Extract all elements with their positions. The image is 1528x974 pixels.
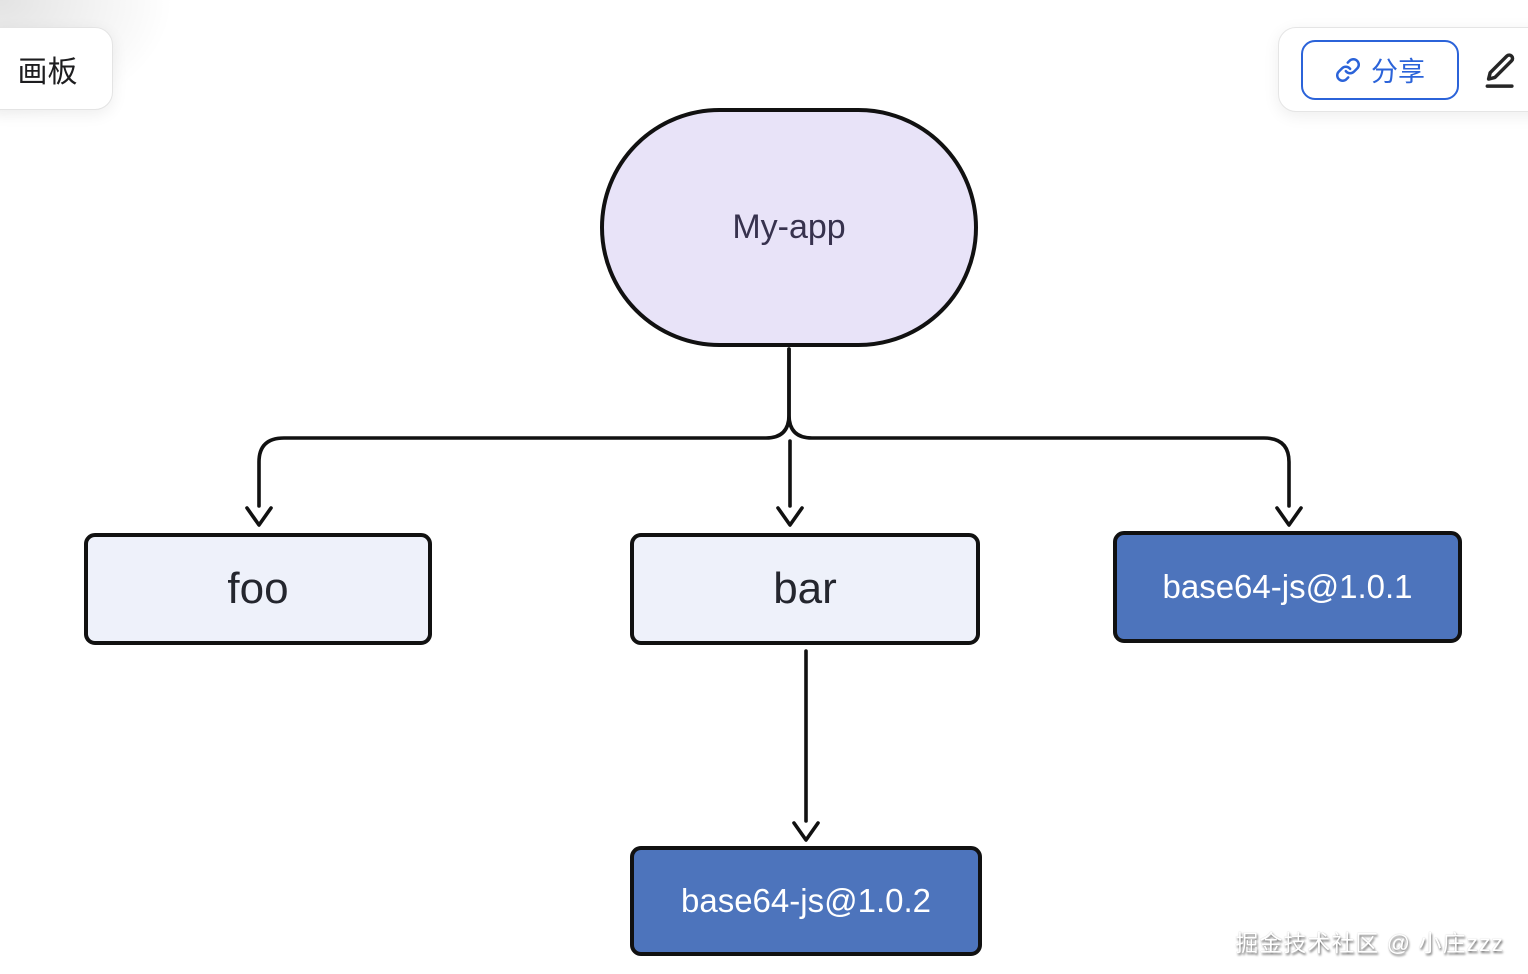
link-icon — [1335, 57, 1361, 83]
edge-myapp-foo — [257, 347, 791, 508]
node-base64-js-1-label: base64-js@1.0.1 — [1162, 568, 1413, 605]
node-bar[interactable]: bar — [630, 533, 980, 645]
share-button[interactable]: 分享 — [1301, 39, 1459, 100]
node-bar-label: bar — [773, 564, 837, 613]
edge-myapp-base64-1-arrowhead — [1275, 506, 1303, 527]
node-my-app[interactable]: My-app — [600, 108, 978, 347]
node-my-app-label: My-app — [732, 208, 846, 246]
node-base64-js-2-label: base64-js@1.0.2 — [681, 882, 931, 919]
watermark: 掘金技术社区 @ 小庄zzz — [1235, 930, 1504, 956]
edge-myapp-base64-1 — [787, 347, 1291, 508]
pencil-icon[interactable] — [1481, 47, 1519, 93]
node-base64-js-2[interactable]: base64-js@1.0.2 — [630, 846, 982, 956]
edge-myapp-foo-arrowhead — [245, 506, 273, 527]
node-foo-label: foo — [227, 564, 289, 613]
edge-myapp-bar-arrowhead — [776, 506, 804, 527]
node-foo[interactable]: foo — [84, 533, 432, 645]
top-right-toolbar: 分享 — [1278, 27, 1528, 112]
board-title-label: 画板 — [17, 55, 78, 89]
edge-bar-base64-2-arrowhead — [792, 821, 820, 842]
share-label: 分享 — [1371, 57, 1425, 87]
board-title-button[interactable]: 画板 — [0, 27, 113, 110]
node-base64-js-1[interactable]: base64-js@1.0.1 — [1113, 531, 1462, 643]
